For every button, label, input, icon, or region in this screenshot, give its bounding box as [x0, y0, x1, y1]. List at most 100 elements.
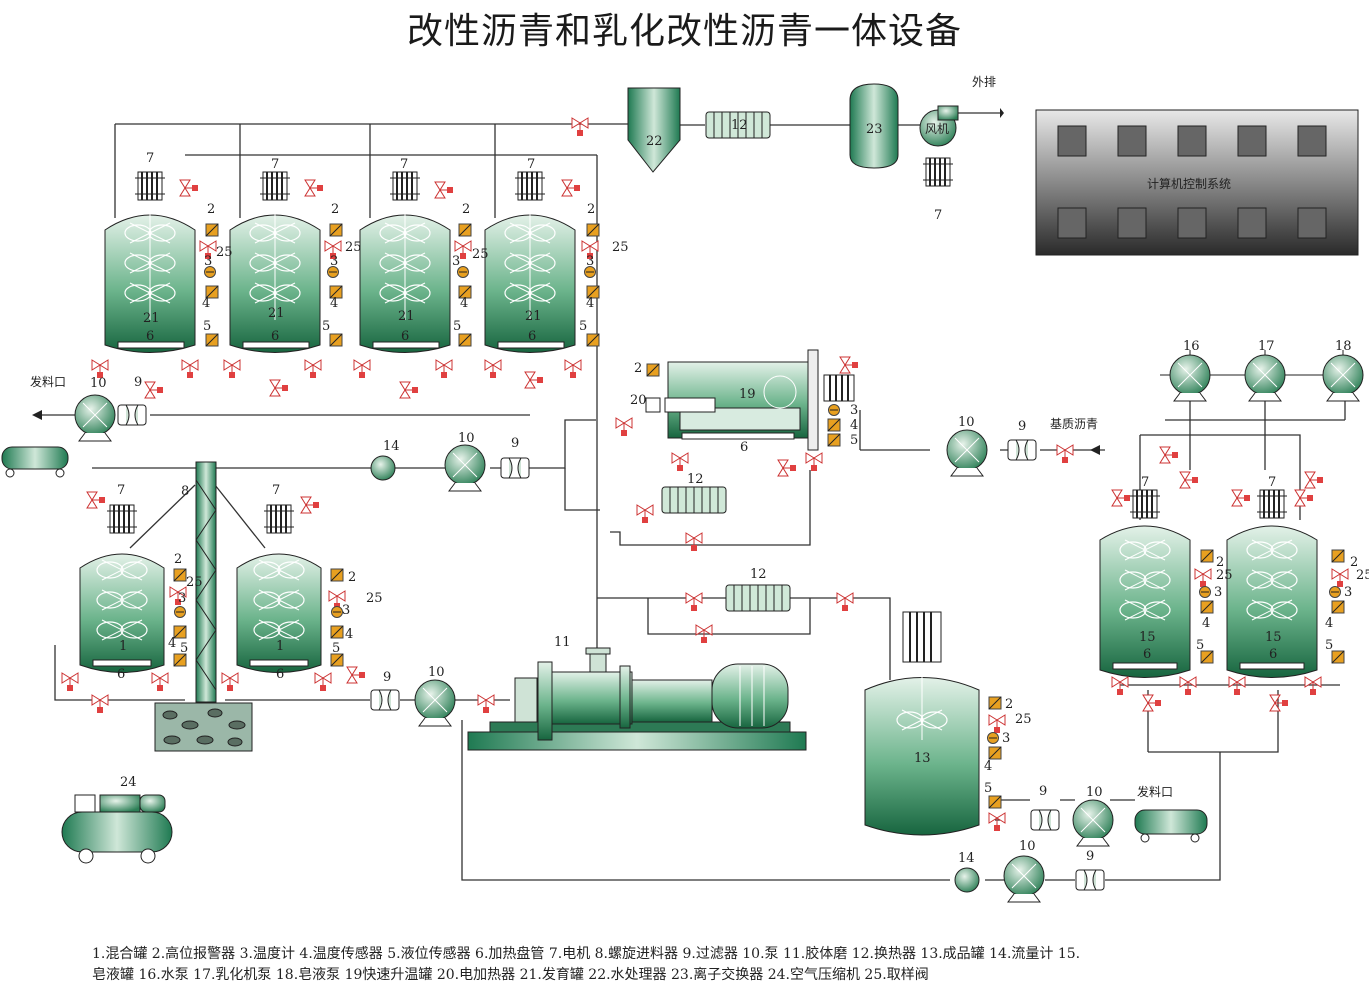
- num-25: 25: [216, 245, 233, 260]
- pump-10-left: [74, 394, 116, 442]
- num-6: 6: [401, 329, 409, 344]
- num-25: 25: [345, 240, 362, 255]
- computer-control-system: [1035, 109, 1359, 256]
- num-21: 21: [143, 311, 160, 326]
- num-6: 6: [528, 329, 536, 344]
- component-numbers: 7 7 7 7 21 21 21 21 6 6 6 6 2 25 3 4 5 2…: [90, 118, 1369, 866]
- num-5: 5: [203, 319, 211, 334]
- num-5: 5: [332, 641, 340, 656]
- num-5: 5: [180, 641, 188, 656]
- num-4: 4: [1325, 616, 1333, 631]
- num-9: 9: [1039, 784, 1047, 799]
- num-2: 2: [207, 202, 215, 217]
- num-4: 4: [460, 296, 468, 311]
- num-4: 4: [345, 627, 353, 642]
- num-7: 7: [1268, 475, 1276, 490]
- num-6: 6: [146, 329, 154, 344]
- num-6: 6: [1269, 647, 1277, 662]
- num-18: 18: [1335, 339, 1352, 354]
- num-25: 25: [472, 247, 489, 262]
- num-9: 9: [383, 670, 391, 685]
- num-2: 2: [1350, 555, 1358, 570]
- num-3: 3: [330, 254, 338, 269]
- num-21: 21: [525, 309, 542, 324]
- tank-21-a: [104, 171, 196, 353]
- label-faliao-left: 发料口: [30, 374, 66, 389]
- num-9: 9: [134, 375, 142, 390]
- num-25: 25: [612, 240, 629, 255]
- tanker-truck-left: [1, 446, 69, 478]
- num-11: 11: [554, 635, 571, 650]
- num-7: 7: [527, 157, 535, 172]
- num-10: 10: [90, 376, 107, 391]
- screw-feeder-8: [154, 461, 253, 752]
- colloid-mill-11: [370, 647, 807, 751]
- num-1: 1: [119, 639, 127, 654]
- num-3: 3: [850, 403, 858, 418]
- legend: 1.混合罐 2.高位报警器 3.温度计 4.温度传感器 5.液位传感器 6.加热…: [92, 946, 1081, 983]
- tank-21-d: [484, 171, 576, 353]
- num-12: 12: [687, 472, 704, 487]
- water-treatment-line: [627, 83, 1004, 187]
- num-5: 5: [850, 433, 858, 448]
- soap-tanks-15: [1099, 446, 1349, 712]
- air-compressor-24: [61, 794, 173, 864]
- num-7: 7: [1141, 475, 1149, 490]
- num-6: 6: [1143, 647, 1151, 662]
- fermentation-tanks-21: [91, 117, 600, 399]
- label-faliao-right: 发料口: [1137, 784, 1173, 799]
- num-17: 17: [1258, 339, 1275, 354]
- num-6: 6: [271, 329, 279, 344]
- num-3: 3: [204, 254, 212, 269]
- num-9: 9: [1086, 849, 1094, 864]
- ion-exchanger-23: [849, 83, 899, 169]
- num-10: 10: [1019, 839, 1036, 854]
- num-3: 3: [178, 591, 186, 606]
- mid-feed-line: [370, 444, 530, 492]
- num-6: 6: [740, 440, 748, 455]
- num-7: 7: [400, 157, 408, 172]
- water-treater-22: [627, 87, 681, 173]
- num-25: 25: [1216, 568, 1233, 583]
- num-21: 21: [268, 306, 285, 321]
- num-7: 7: [117, 483, 125, 498]
- num-4: 4: [330, 296, 338, 311]
- right-pumps-16-18: [1160, 350, 1364, 402]
- num-4: 4: [168, 636, 176, 651]
- fast-heating-tank-19: [615, 349, 859, 552]
- num-19: 19: [739, 387, 756, 402]
- num-2: 2: [1216, 555, 1224, 570]
- num-4: 4: [1202, 616, 1210, 631]
- num-20: 20: [630, 393, 647, 408]
- num-13: 13: [914, 751, 931, 766]
- num-7: 7: [272, 483, 280, 498]
- num-25: 25: [366, 591, 383, 606]
- num-24: 24: [120, 775, 137, 790]
- num-4: 4: [202, 296, 210, 311]
- num-12: 12: [731, 118, 748, 133]
- num-3: 3: [1344, 585, 1352, 600]
- num-9: 9: [511, 436, 519, 451]
- label-waipai: 外排: [972, 75, 996, 89]
- num-5: 5: [579, 319, 587, 334]
- num-23: 23: [866, 122, 883, 137]
- num-3: 3: [1002, 731, 1010, 746]
- num-10: 10: [1086, 785, 1103, 800]
- num-21: 21: [398, 309, 415, 324]
- num-1: 1: [276, 639, 284, 654]
- num-15: 15: [1265, 630, 1282, 645]
- num-3: 3: [586, 254, 594, 269]
- num-5: 5: [984, 781, 992, 796]
- base-asphalt-inlet: [946, 429, 1100, 477]
- num-25: 25: [186, 575, 203, 590]
- diagram-title: 改性沥青和乳化改性沥青一体设备: [406, 11, 962, 52]
- num-6: 6: [117, 667, 125, 682]
- num-2: 2: [174, 552, 182, 567]
- num-4: 4: [984, 759, 992, 774]
- num-14: 14: [958, 851, 975, 866]
- bottom-return-line: [954, 855, 1105, 903]
- num-3: 3: [342, 603, 350, 618]
- pipelines: [40, 112, 1346, 881]
- num-9: 9: [1018, 419, 1026, 434]
